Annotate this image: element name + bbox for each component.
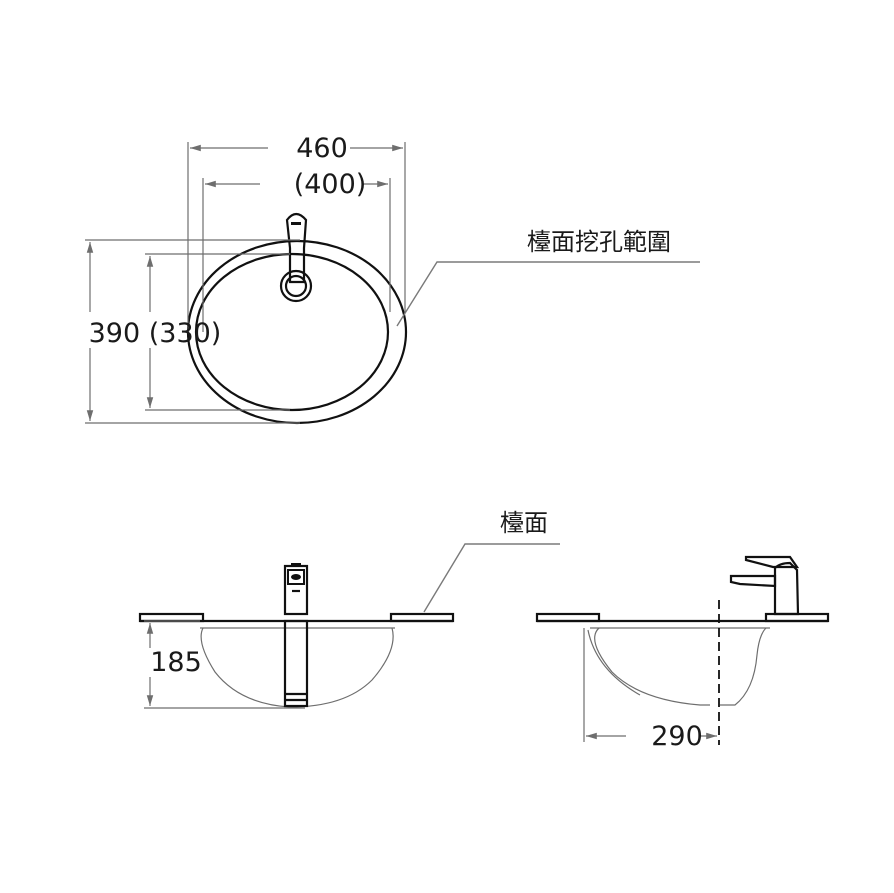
side-faucet-body <box>773 561 800 616</box>
height-label: 185 <box>150 647 202 678</box>
front-basin-bowl <box>200 627 394 708</box>
depth-label: 390 (330) <box>89 318 222 349</box>
drain-inner <box>284 274 308 298</box>
front-faucet-handle <box>287 569 305 585</box>
side-faucet-spout <box>729 574 777 588</box>
faucet-top-icon <box>285 212 308 284</box>
side-basin-bowl <box>594 627 710 706</box>
front-view: 185 檯面 <box>138 509 560 709</box>
side-depth-label: 290 <box>651 721 703 752</box>
side-view: 290 <box>535 555 830 752</box>
top-view: 460 (400) 390 (330) 檯面挖孔範圍 <box>85 133 700 425</box>
drain-outer <box>279 269 313 303</box>
cutout-leader <box>396 261 700 327</box>
basin-inner-bowl <box>194 252 390 412</box>
front-drain-pipe <box>283 619 309 708</box>
faucet-logo-mark <box>291 222 301 225</box>
cutout-label: 檯面挖孔範圍 <box>527 228 671 256</box>
front-faucet-logo <box>291 563 301 566</box>
width-cutout-label: (400) <box>294 169 367 200</box>
counter-leader <box>423 543 560 613</box>
side-faucet-lever <box>744 555 800 569</box>
width-outer-label: 460 <box>296 133 348 164</box>
counter-label: 檯面 <box>500 509 548 537</box>
